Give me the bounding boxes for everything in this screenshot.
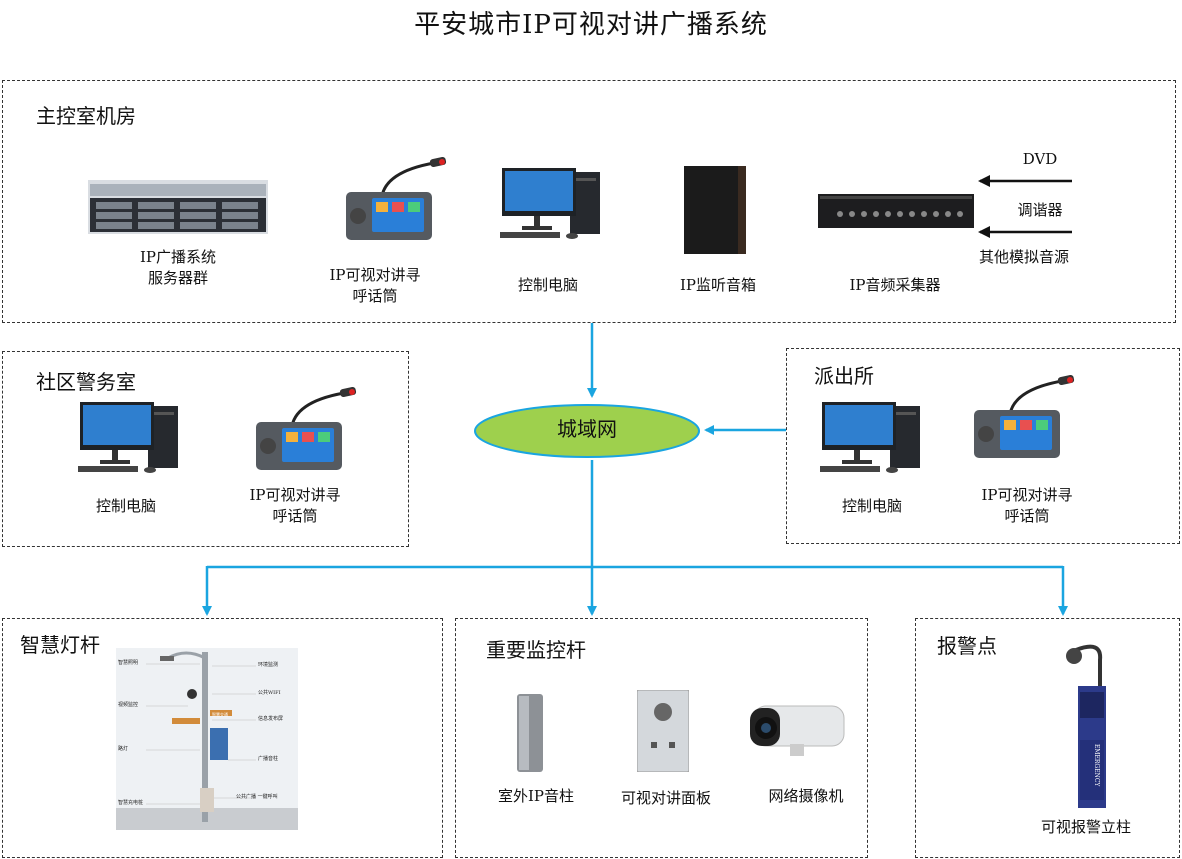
- pole-note-screen: 信息发布屏: [258, 716, 284, 722]
- main-mic-label-line1: IP可视对讲寻: [329, 266, 421, 284]
- police-mic-label-line1: IP可视对讲寻: [981, 486, 1073, 504]
- alarm-panel-text: EMERGENCY: [1093, 744, 1100, 787]
- main-room-box: [2, 80, 1176, 323]
- collector-label: IP音频采集器: [849, 276, 941, 294]
- police-mic-label-line2: 呼话筒: [1004, 507, 1050, 525]
- paging-microphone-icon: [342, 156, 448, 248]
- page-title: 平安城市IP可视对讲广播系统: [414, 10, 768, 40]
- network-camera-icon: [750, 704, 846, 762]
- community-mic-label: IP可视对讲寻 呼话筒: [240, 485, 350, 527]
- pole-note-lighting: 智慧照明: [118, 660, 139, 666]
- network-label: 城域网: [557, 417, 617, 441]
- pole-note-broadcast: 公共广播 一键呼叫: [236, 794, 278, 800]
- police-station-box: [786, 348, 1180, 544]
- pole-note-charging: 智慧充电桩: [118, 800, 144, 806]
- server-label-line1: IP广播系统: [139, 248, 217, 266]
- column-speaker-icon: [517, 694, 543, 776]
- pole-note-wifi: 公共WIFI: [258, 690, 281, 696]
- pole-note-traffic: 智慧交通: [212, 712, 228, 717]
- smart-pole-box: [2, 618, 443, 858]
- smart-pole-title: 智慧灯杆: [20, 633, 100, 657]
- intercom-panel-icon: [636, 689, 690, 776]
- alarm-column-icon: EMERGENCY: [1064, 640, 1112, 814]
- monitor-speaker-icon: [682, 164, 748, 260]
- monitor-pole-title: 重要监控杆: [486, 638, 586, 662]
- alarm-point-title: 报警点: [937, 634, 997, 658]
- main-room-title: 主控室机房: [36, 104, 136, 128]
- desktop-computer-icon: [76, 402, 182, 482]
- paging-microphone-icon: [252, 386, 358, 478]
- source-dvd: DVD: [1022, 150, 1058, 168]
- alarm-point-box: [915, 618, 1180, 858]
- community-box: [2, 351, 409, 547]
- main-mic-label: IP可视对讲寻 呼话筒: [320, 265, 430, 307]
- pole-note-speaker: 广播音柱: [258, 756, 279, 762]
- column-speaker-label: 室外IP音柱: [497, 787, 575, 805]
- pole-note-lamp: 路灯: [118, 746, 129, 752]
- community-title: 社区警务室: [36, 370, 136, 394]
- main-mic-label-line2: 呼话筒: [352, 287, 398, 305]
- alarm-column-label: 可视报警立柱: [1040, 818, 1131, 836]
- community-mic-label-line1: IP可视对讲寻: [249, 486, 341, 504]
- smart-pole-image: 智慧照明 环境监测 公共WIFI 视频监控 信息发布屏 路灯 广播音柱 智慧充电…: [116, 648, 298, 830]
- community-pc-label: 控制电脑: [95, 497, 156, 515]
- pole-note-env: 环境监测: [258, 662, 279, 668]
- server-rack-icon: [88, 180, 268, 238]
- paging-microphone-icon: [970, 374, 1076, 466]
- source-other: 其他模拟音源: [978, 248, 1069, 266]
- speaker-label: IP监听音箱: [679, 276, 757, 294]
- audio-collector-icon: [818, 192, 974, 234]
- police-station-title: 派出所: [814, 364, 874, 388]
- main-pc-label: 控制电脑: [517, 276, 578, 294]
- community-mic-label-line2: 呼话筒: [272, 507, 318, 525]
- desktop-computer-icon: [498, 168, 604, 248]
- pole-note-camera: 视频监控: [118, 702, 139, 708]
- server-label: IP广播系统 服务器群: [128, 247, 228, 289]
- police-pc-label: 控制电脑: [841, 497, 902, 515]
- network-ellipse: [472, 402, 702, 464]
- intercom-panel-label: 可视对讲面板: [620, 789, 711, 807]
- desktop-computer-icon: [818, 402, 924, 482]
- monitor-pole-box: [455, 618, 868, 858]
- server-label-line2: 服务器群: [147, 269, 208, 287]
- source-tuner: 调谐器: [1017, 201, 1063, 219]
- network-camera-label: 网络摄像机: [768, 787, 844, 805]
- police-mic-label: IP可视对讲寻 呼话筒: [972, 485, 1082, 527]
